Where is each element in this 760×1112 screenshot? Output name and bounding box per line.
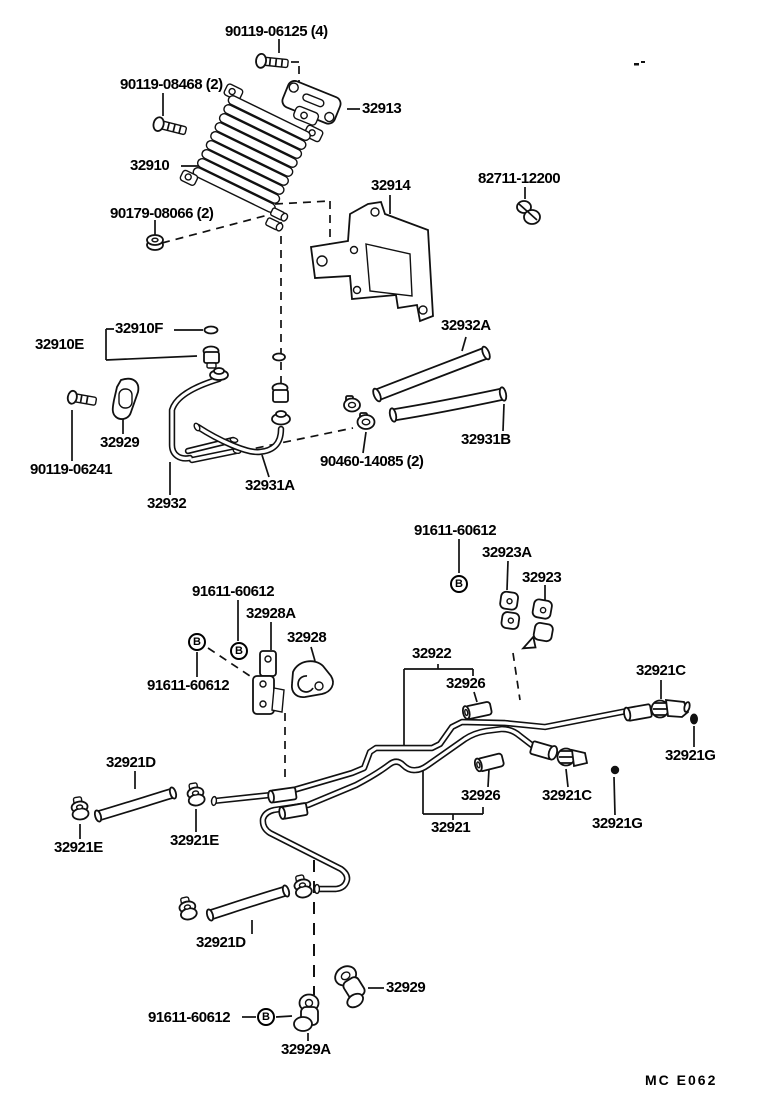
part-label: 90460-14085 (2) bbox=[320, 453, 424, 470]
spacer-32926-upper-art bbox=[461, 701, 493, 720]
pipe-32931A-art bbox=[193, 410, 291, 456]
part-label: 32921E bbox=[54, 839, 103, 856]
callout-b-icon: B bbox=[450, 575, 468, 593]
part-label: 32921D bbox=[196, 934, 246, 951]
grommet-32921G-top-art bbox=[690, 713, 698, 725]
part-label: 32928A bbox=[246, 605, 296, 622]
hose-clamp-32921E-art bbox=[70, 796, 90, 821]
part-label: 82711-12200 bbox=[478, 170, 561, 187]
callout-b-icon: B bbox=[188, 633, 206, 651]
union-bolt-art bbox=[271, 382, 289, 403]
part-label: 90119-06125 (4) bbox=[225, 23, 328, 40]
bolt-90119-06125-art bbox=[255, 52, 289, 69]
hose-32931B-art bbox=[388, 386, 508, 423]
spacer-32926-lower-art bbox=[473, 752, 505, 773]
part-label: 32910 bbox=[130, 157, 170, 174]
oil-cooler-art bbox=[179, 83, 324, 232]
part-label: 32932 bbox=[147, 495, 187, 512]
clamp-32923-art bbox=[521, 598, 554, 650]
part-label: 32921C bbox=[636, 662, 686, 679]
grommet-32921G-lower-art bbox=[610, 765, 620, 775]
part-label: 32921 bbox=[431, 819, 471, 836]
part-label: 32910E bbox=[35, 336, 84, 353]
hose-clamp-32921E-art bbox=[186, 782, 206, 807]
part-label: 32921G bbox=[592, 815, 643, 832]
part-label: 32929 bbox=[386, 979, 426, 996]
part-label: 32921D bbox=[106, 754, 156, 771]
leader-lines bbox=[71, 39, 695, 1041]
part-label: 90119-06241 bbox=[30, 461, 113, 478]
connector-32921C-lower-art bbox=[556, 747, 589, 768]
bracket-32913-art bbox=[281, 80, 342, 126]
nut-90179-08066-art bbox=[146, 234, 164, 251]
part-label: 32910F bbox=[115, 320, 163, 337]
assembly-dashed-lines bbox=[161, 66, 521, 995]
part-label: 32931B bbox=[461, 431, 511, 448]
clamp-32923A-art bbox=[499, 590, 521, 630]
clamp-32929-bottom-art bbox=[334, 965, 366, 1009]
part-label: 32921C bbox=[542, 787, 592, 804]
clamp-32929-mid-art bbox=[111, 377, 140, 420]
part-label: 32929 bbox=[100, 434, 140, 451]
hose-32921D-lower-art bbox=[205, 884, 291, 922]
union-nut-32922-art bbox=[623, 703, 653, 722]
part-label: 91611-60612 bbox=[148, 1009, 231, 1026]
part-label: 32922 bbox=[412, 645, 452, 662]
part-label: 90179-08066 (2) bbox=[110, 205, 214, 222]
part-label: 90119-08468 (2) bbox=[120, 76, 223, 93]
bolt-90119-06241-art bbox=[66, 389, 98, 406]
corner-marks bbox=[634, 61, 645, 66]
hose-clamp-art bbox=[293, 874, 313, 899]
part-label: 32929A bbox=[281, 1041, 331, 1058]
part-label: 32926 bbox=[446, 675, 486, 692]
pipe-sleeve-art bbox=[267, 786, 298, 804]
washer-art bbox=[272, 352, 286, 362]
hose-clamp-art bbox=[178, 896, 198, 921]
part-label: 32931A bbox=[245, 477, 295, 494]
clamp-32928-art bbox=[291, 660, 334, 698]
part-label: 32921E bbox=[170, 832, 219, 849]
elbow-32921C-top-art bbox=[650, 698, 691, 719]
part-label: 91611-60612 bbox=[192, 583, 275, 600]
union-32910E-art bbox=[202, 345, 220, 369]
part-label: 91611-60612 bbox=[147, 677, 230, 694]
pipe-32922-art bbox=[210, 706, 636, 807]
pipe-end-fitting-32921-art bbox=[529, 740, 559, 761]
hose-32932A-art bbox=[372, 345, 491, 403]
part-label: 32913 bbox=[362, 100, 402, 117]
bracket-32914-art bbox=[309, 200, 434, 323]
plug-32910F-art bbox=[203, 325, 219, 335]
bolt-90119-08468-art bbox=[152, 116, 188, 136]
bracket-32928A-art bbox=[252, 650, 285, 715]
clip-82711-art bbox=[516, 200, 541, 225]
callout-b-icon: B bbox=[230, 642, 248, 660]
page-code: MC E062 bbox=[645, 1072, 718, 1088]
part-label: 32914 bbox=[371, 177, 411, 194]
clamp-32929A-art bbox=[293, 993, 320, 1032]
pipe-32921-art bbox=[259, 725, 537, 895]
hose-32921D-upper-art bbox=[93, 786, 178, 823]
part-label: 32928 bbox=[287, 629, 327, 646]
part-label: 32923A bbox=[482, 544, 532, 561]
union-clamps-90460-art bbox=[343, 395, 376, 430]
part-label: 32926 bbox=[461, 787, 501, 804]
part-label: 32932A bbox=[441, 317, 491, 334]
part-label: 91611-60612 bbox=[414, 522, 497, 539]
callout-b-icon: B bbox=[257, 1008, 275, 1026]
part-label: 32921G bbox=[665, 747, 716, 764]
pipe-sleeve-art bbox=[278, 802, 309, 820]
part-label: 32923 bbox=[522, 569, 562, 586]
